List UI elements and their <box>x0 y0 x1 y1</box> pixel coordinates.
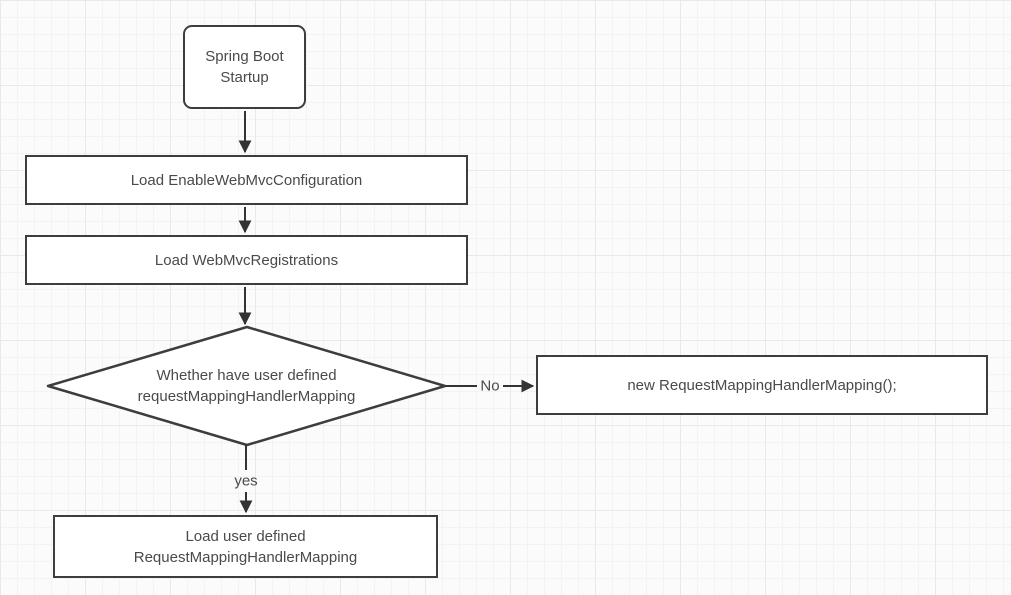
node-load-user-defined-mapping-line1: Load user defined <box>185 527 306 545</box>
edge-label-no: No <box>480 377 500 395</box>
node-load-user-defined-mapping: Load user defined RequestMappingHandlerM… <box>53 515 438 578</box>
edge-label-yes: yes <box>234 472 258 490</box>
node-decision-label-line1: Whether have user defined <box>156 367 337 384</box>
node-load-web-mvc-registrations-label: Load WebMvcRegistrations <box>154 251 339 269</box>
node-load-user-defined-mapping-line2: RequestMappingHandlerMapping <box>133 548 358 566</box>
node-load-enable-web-mvc-configuration: Load EnableWebMvcConfiguration <box>25 155 468 205</box>
node-spring-boot-startup-line2: Startup <box>220 69 269 86</box>
node-decision-label-line2: requestMappingHandlerMapping <box>137 388 356 405</box>
node-spring-boot-startup-line1: Spring Boot <box>205 48 284 65</box>
node-decision-label: Whether have user defined requestMapping… <box>48 327 445 445</box>
node-load-web-mvc-registrations: Load WebMvcRegistrations <box>25 235 468 285</box>
node-new-request-mapping-handler-mapping-label: new RequestMappingHandlerMapping(); <box>627 376 897 394</box>
node-new-request-mapping-handler-mapping: new RequestMappingHandlerMapping(); <box>536 355 988 415</box>
node-spring-boot-startup: Spring Boot Startup <box>183 25 306 109</box>
node-load-enable-web-mvc-configuration-label: Load EnableWebMvcConfiguration <box>130 171 363 189</box>
